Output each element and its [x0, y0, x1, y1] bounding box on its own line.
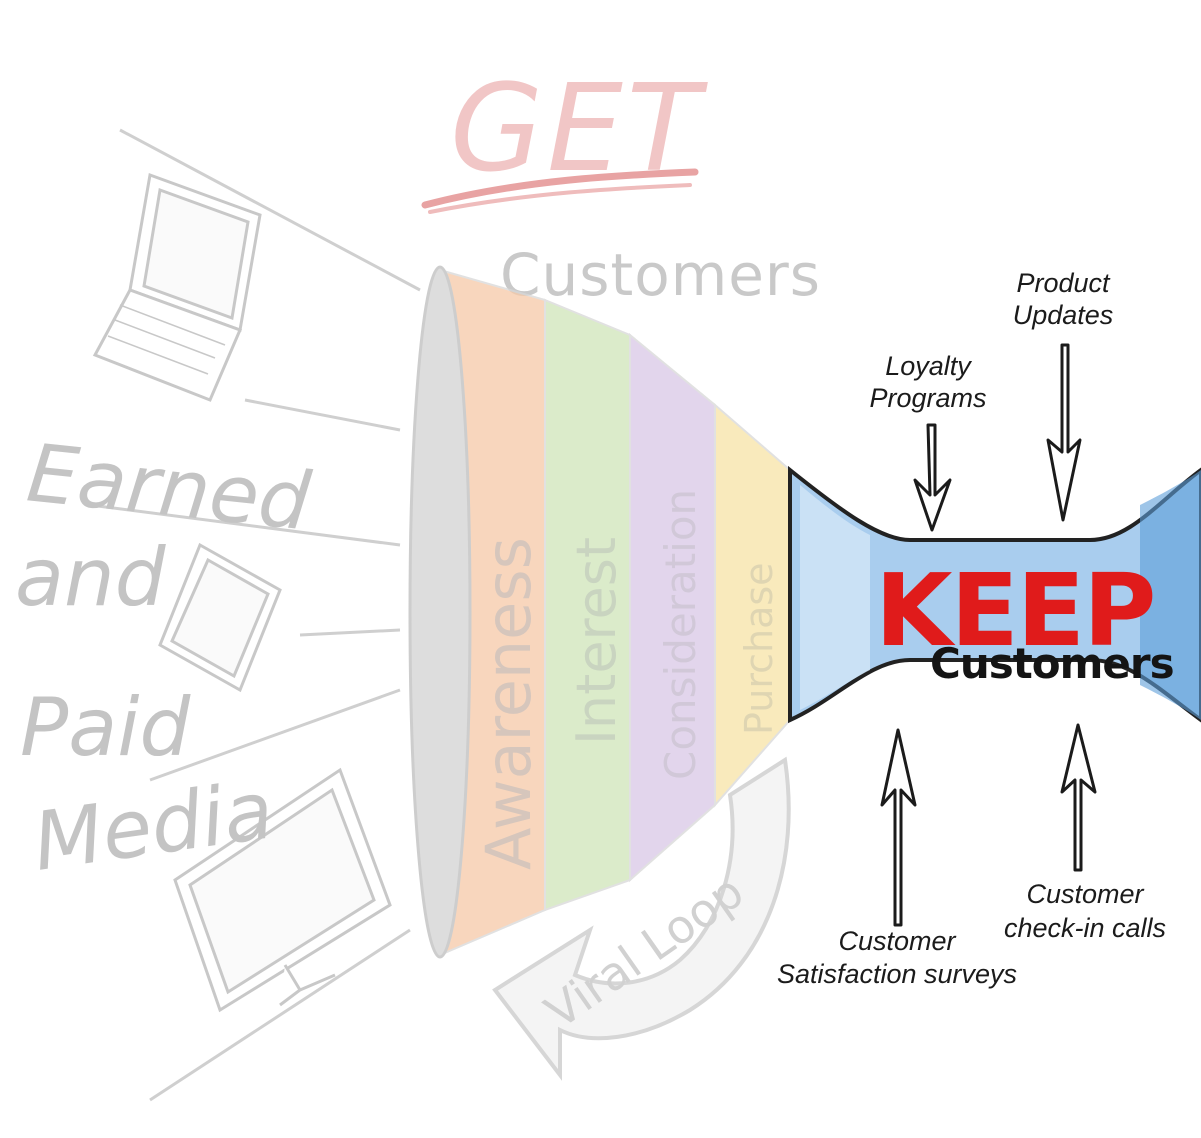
- tablet-icon: [158, 542, 282, 693]
- loyalty-label-1: Loyalty: [885, 351, 972, 381]
- checkin-label-1: Customer: [1026, 879, 1144, 909]
- media-line-paid: Paid: [20, 681, 191, 774]
- keep-tube: KEEP Customers: [788, 465, 1201, 724]
- keep-title: KEEP: [875, 552, 1154, 669]
- media-line-and: and: [15, 531, 167, 624]
- get-heading: GET Customers: [421, 60, 821, 309]
- loyalty-arrow-icon: [913, 423, 952, 532]
- satisfaction-label-2: Satisfaction surveys: [777, 959, 1017, 989]
- media-label: Earned and Paid Media: [15, 426, 316, 888]
- checkin-arrow-icon: [1060, 723, 1097, 872]
- funnel-label-awareness: Awareness: [472, 537, 545, 870]
- funnel-label-purchase: Purchase: [737, 562, 781, 735]
- viral-loop-arrow-icon: [492, 756, 791, 1081]
- keep-tube-shape: [788, 465, 1201, 724]
- keep-tube-highlight: [800, 485, 870, 710]
- monitor-icon: [173, 767, 392, 1013]
- callout-arrows: [880, 343, 1097, 927]
- funnel-mouth: [408, 265, 472, 959]
- checkin-label-2: check-in calls: [1004, 913, 1166, 943]
- keep-tube-shade: [1140, 470, 1201, 720]
- funnel-label-consideration: Consideration: [656, 489, 705, 780]
- get-underline-2: [428, 183, 692, 214]
- updates-arrow-icon: [1046, 343, 1082, 522]
- satisfaction-arrow-icon: [880, 728, 917, 927]
- updates-label-1: Product: [1016, 268, 1111, 298]
- get-underline: [421, 168, 699, 209]
- get-funnel: Awareness Interest Consideration Purchas…: [408, 265, 791, 959]
- callout-labels: Loyalty Programs Product Updates Custome…: [777, 268, 1166, 989]
- get-subtitle: Customers: [500, 241, 821, 309]
- media-rays: [89, 128, 421, 1102]
- keep-subtitle: Customers: [930, 639, 1174, 688]
- loyalty-label-2: Programs: [869, 383, 986, 413]
- laptop-icon: [92, 172, 262, 402]
- satisfaction-label-1: Customer: [838, 926, 956, 956]
- updates-label-2: Updates: [1013, 300, 1114, 330]
- funnel-label-interest: Interest: [565, 537, 628, 745]
